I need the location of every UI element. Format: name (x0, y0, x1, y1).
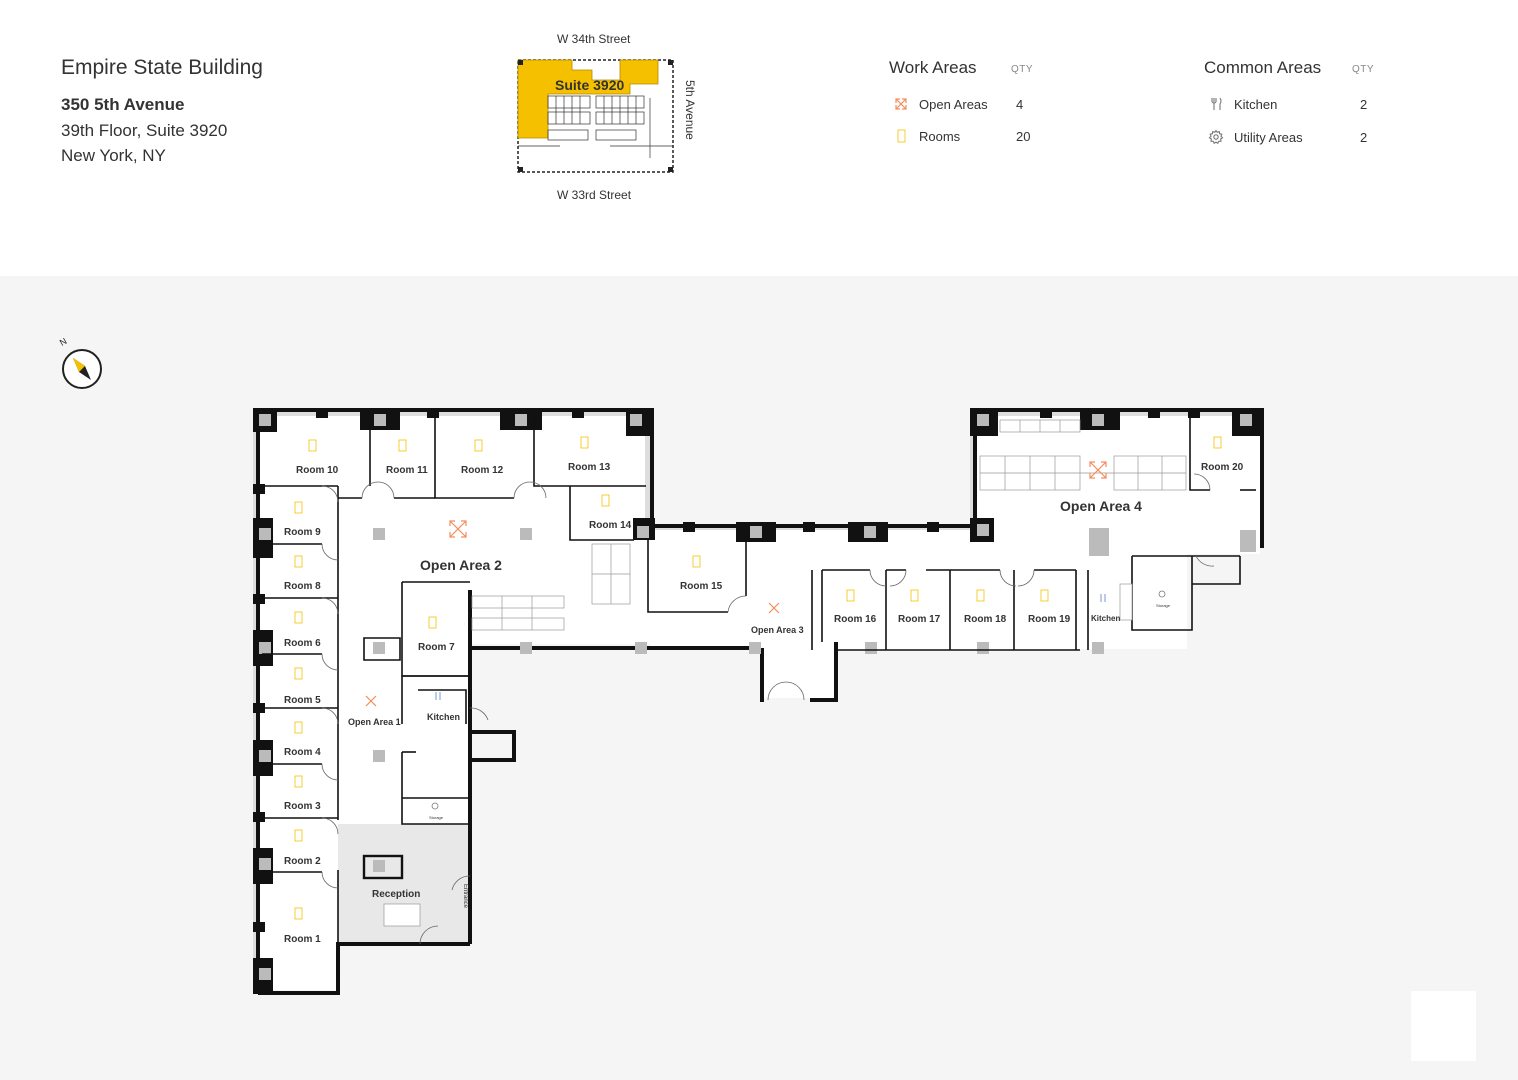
label-room-14[interactable]: Room 14 (589, 520, 632, 531)
key-map: W 34th Street W 33rd Street 5th Avenue (500, 28, 720, 208)
legend-row-utility: Utility Areas 2 (1204, 127, 1404, 147)
label-room-7[interactable]: Room 7 (418, 642, 455, 653)
label-entrance: Entrance (462, 884, 468, 909)
legend-label-open-areas: Open Areas (919, 97, 988, 112)
label-room-10[interactable]: Room 10 (296, 465, 339, 476)
label-room-12[interactable]: Room 12 (461, 465, 504, 476)
fork-knife-icon (1211, 97, 1222, 110)
label-room-4[interactable]: Room 4 (284, 747, 321, 758)
legend-row-open-areas: Open Areas 4 (889, 94, 1089, 114)
kitchen-icons (435, 594, 1106, 700)
label-room-19[interactable]: Room 19 (1028, 614, 1071, 625)
label-room-13[interactable]: Room 13 (568, 462, 611, 473)
compass-icon: N (58, 336, 102, 389)
floor-labels: Open Area 2 Open Area 4 Open Area 1 Open… (284, 462, 1244, 945)
label-open-area-3[interactable]: Open Area 3 (751, 625, 804, 635)
door-icon (897, 129, 906, 143)
label-room-17[interactable]: Room 17 (898, 614, 941, 625)
legend-row-kitchen: Kitchen 2 (1204, 94, 1404, 114)
label-room-11[interactable]: Room 11 (386, 465, 428, 476)
desks (383, 419, 1187, 927)
legend-row-rooms: Rooms 20 (889, 126, 1089, 146)
label-room-1[interactable]: Room 1 (284, 934, 321, 945)
legend-common-title: Common Areas (1204, 58, 1322, 77)
columns (259, 414, 1256, 980)
label-room-2[interactable]: Room 2 (284, 856, 321, 867)
corner-panel (1411, 991, 1476, 1061)
label-room-3[interactable]: Room 3 (284, 801, 321, 812)
label-room-9[interactable]: Room 9 (284, 527, 321, 538)
room-icons (294, 436, 1222, 920)
suite-label: Suite 3920 (555, 77, 624, 93)
label-room-16[interactable]: Room 16 (834, 614, 877, 625)
label-open-area-1[interactable]: Open Area 1 (348, 717, 401, 727)
label-room-20[interactable]: Room 20 (1201, 462, 1244, 473)
key-map-graphic: Suite 3920 (517, 59, 674, 173)
city: New York, NY (61, 146, 166, 165)
label-room-18[interactable]: Room 18 (964, 614, 1007, 625)
expand-arrows-icon (895, 98, 907, 110)
open-area-icons (365, 461, 1107, 707)
label-kitchen-left[interactable]: Kitchen (427, 712, 460, 722)
door-swings (321, 473, 1215, 945)
gear-icon (1208, 129, 1224, 145)
label-reception[interactable]: Reception (372, 889, 420, 900)
header: Empire State Building 350 5th Avenue 39t… (0, 0, 1518, 276)
storage-icons (431, 590, 1166, 810)
legend-work-qty-header: QTY (1011, 64, 1034, 75)
legend-qty-open-areas: 4 (1016, 97, 1024, 112)
legend-qty-kitchen: 2 (1360, 97, 1368, 112)
label-open-area-2[interactable]: Open Area 2 (420, 557, 502, 573)
building-address: 350 5th Avenue (61, 95, 185, 114)
legend-qty-utility: 2 (1360, 130, 1368, 145)
label-kitchen-right[interactable]: Kitchen (1091, 614, 1120, 623)
floor-suite: 39th Floor, Suite 3920 (61, 121, 228, 140)
label-room-8[interactable]: Room 8 (284, 581, 321, 592)
building-name: Empire State Building (61, 56, 263, 79)
legend-label-kitchen: Kitchen (1234, 97, 1278, 112)
legend-label-rooms: Rooms (919, 129, 961, 144)
label-room-15[interactable]: Room 15 (680, 581, 723, 592)
street-north: W 34th Street (557, 32, 631, 46)
legend-common-qty-header: QTY (1352, 64, 1375, 75)
compass-label: N (58, 336, 69, 348)
street-south: W 33rd Street (557, 188, 632, 202)
label-room-5[interactable]: Room 5 (284, 695, 321, 706)
legend-work-title: Work Areas (889, 58, 977, 77)
label-room-6[interactable]: Room 6 (284, 638, 321, 649)
label-storage-left[interactable]: Storage (429, 815, 444, 820)
legend-label-utility: Utility Areas (1234, 130, 1303, 145)
label-storage-right[interactable]: Storage (1156, 603, 1171, 608)
label-open-area-4[interactable]: Open Area 4 (1060, 498, 1142, 514)
legend-qty-rooms: 20 (1016, 129, 1031, 144)
